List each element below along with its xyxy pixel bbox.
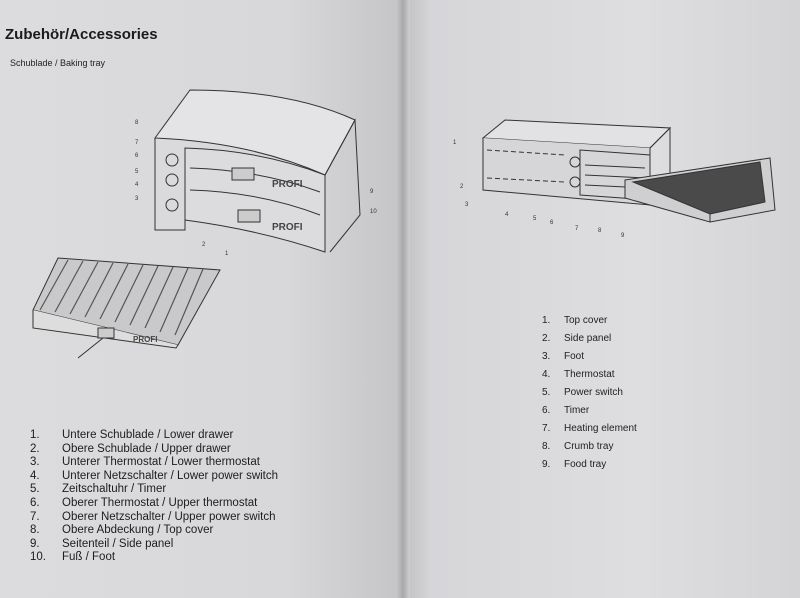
baking-tray-diagram: PROFI bbox=[32, 257, 221, 359]
list-item: 10. Fuß / Foot bbox=[30, 551, 278, 565]
callout: 4 bbox=[135, 182, 139, 188]
brand-label: PROFI bbox=[133, 335, 157, 344]
list-item: 3. Foot bbox=[542, 348, 637, 366]
callout: 4 bbox=[505, 212, 509, 218]
list-item: 5. Power switch bbox=[542, 384, 637, 402]
item-number: 9. bbox=[30, 537, 40, 550]
item-label: Crumb tray bbox=[564, 441, 614, 452]
item-label: Seitenteil / Side panel bbox=[62, 537, 174, 550]
item-number: 5. bbox=[30, 483, 40, 496]
brand-label: PROFI bbox=[272, 179, 303, 190]
list-item: 7. Heating element bbox=[542, 420, 637, 438]
item-label: Heating element bbox=[564, 423, 637, 434]
callout: 5 bbox=[135, 169, 139, 175]
callout: 9 bbox=[621, 233, 625, 239]
callout: 7 bbox=[135, 140, 139, 146]
list-item: 6. Timer bbox=[542, 402, 637, 420]
right-parts-list: 1. Top cover 2. Side panel 3. Foot 4. Thermo… bbox=[542, 312, 637, 474]
item-label: Zeitschaltuhr / Timer bbox=[62, 483, 167, 496]
right-page bbox=[400, 0, 800, 598]
item-label: Unterer Thermostat / Lower thermostat bbox=[62, 456, 260, 469]
item-number: 10. bbox=[30, 551, 46, 564]
callout: 9 bbox=[370, 189, 374, 195]
item-label: Untere Schublade / Lower drawer bbox=[62, 429, 234, 441]
list-item: 5. Zeitschaltuhr / Timer bbox=[30, 483, 278, 497]
list-item: 8. Obere Abdeckung / Top cover bbox=[30, 524, 278, 538]
item-label: Obere Schublade / Upper drawer bbox=[62, 442, 231, 455]
item-number: 5. bbox=[542, 387, 551, 398]
callout: 2 bbox=[202, 242, 206, 248]
oven-exploded-diagram: 1 2 3 4 5 6 7 8 9 bbox=[453, 119, 776, 239]
list-item: 9. Food tray bbox=[542, 456, 637, 474]
item-label: Oberer Netzschalter / Upper power switch bbox=[62, 510, 276, 523]
list-item: 6. Oberer Thermostat / Upper thermostat bbox=[30, 497, 278, 511]
callout: 8 bbox=[135, 120, 139, 126]
callout: 10 bbox=[370, 209, 377, 215]
callout: 6 bbox=[135, 153, 139, 159]
callout: 7 bbox=[575, 226, 579, 232]
item-number: 2. bbox=[542, 333, 551, 344]
item-label: Oberer Thermostat / Upper thermostat bbox=[62, 496, 258, 509]
list-item: 9. Seitenteil / Side panel bbox=[30, 538, 278, 552]
item-label: Thermostat bbox=[564, 369, 615, 380]
list-item: 4. Unterer Netzschalter / Lower power swi… bbox=[30, 470, 278, 484]
item-number: 4. bbox=[542, 369, 551, 380]
list-item: 2. Obere Schublade / Upper drawer bbox=[30, 443, 278, 457]
list-item: 2. Side panel bbox=[542, 330, 637, 348]
double-oven-diagram: PROFI PROFI 8 7 6 5 4 3 2 1 9 10 bbox=[135, 89, 377, 257]
brand-label: PROFI bbox=[272, 222, 303, 233]
item-label: Timer bbox=[564, 405, 590, 416]
callout: 2 bbox=[460, 184, 464, 190]
left-parts-list: 1. Untere Schublade / Lower drawer 2. Ober… bbox=[30, 429, 278, 565]
item-label: Obere Abdeckung / Top cover bbox=[62, 524, 214, 537]
item-number: 2. bbox=[30, 442, 40, 455]
item-number: 1. bbox=[542, 315, 551, 326]
callout: 5 bbox=[533, 216, 537, 222]
item-label: Unterer Netzschalter / Lower power switc… bbox=[62, 469, 279, 482]
item-label: Power switch bbox=[564, 387, 623, 398]
callout: 1 bbox=[225, 251, 229, 257]
list-item: 7. Oberer Netzschalter / Upper power swit… bbox=[30, 511, 278, 525]
callout: 8 bbox=[598, 228, 602, 234]
item-number: 8. bbox=[542, 441, 551, 452]
item-number: 3. bbox=[542, 351, 551, 362]
item-number: 6. bbox=[542, 405, 551, 416]
item-number: 7. bbox=[542, 423, 551, 434]
item-number: 8. bbox=[30, 524, 40, 537]
item-label: Fuß / Foot bbox=[62, 551, 116, 564]
list-item: 8. Crumb tray bbox=[542, 438, 637, 456]
list-item: 1. Top cover bbox=[542, 312, 637, 330]
item-label: Top cover bbox=[564, 315, 608, 326]
page-title: Zubehör/Accessories bbox=[5, 26, 158, 43]
list-item: 3. Unterer Thermostat / Lower thermostat bbox=[30, 456, 278, 470]
item-number: 3. bbox=[30, 456, 40, 469]
book-gutter bbox=[396, 0, 410, 598]
item-label: Side panel bbox=[564, 333, 612, 344]
list-item: 1. Untere Schublade / Lower drawer bbox=[30, 429, 278, 443]
item-number: 9. bbox=[542, 459, 551, 470]
item-number: 1. bbox=[30, 429, 40, 441]
list-item: 4. Thermostat bbox=[542, 366, 637, 384]
callout: 6 bbox=[550, 220, 554, 226]
item-label: Food tray bbox=[564, 459, 607, 470]
callout: 1 bbox=[453, 140, 457, 146]
item-number: 4. bbox=[30, 469, 40, 482]
callout: 3 bbox=[465, 202, 469, 208]
item-label: Foot bbox=[564, 351, 585, 362]
item-number: 6. bbox=[30, 496, 40, 509]
page-subtitle: Schublade / Baking tray bbox=[10, 58, 106, 68]
item-number: 7. bbox=[30, 510, 40, 523]
callout: 3 bbox=[135, 196, 139, 202]
